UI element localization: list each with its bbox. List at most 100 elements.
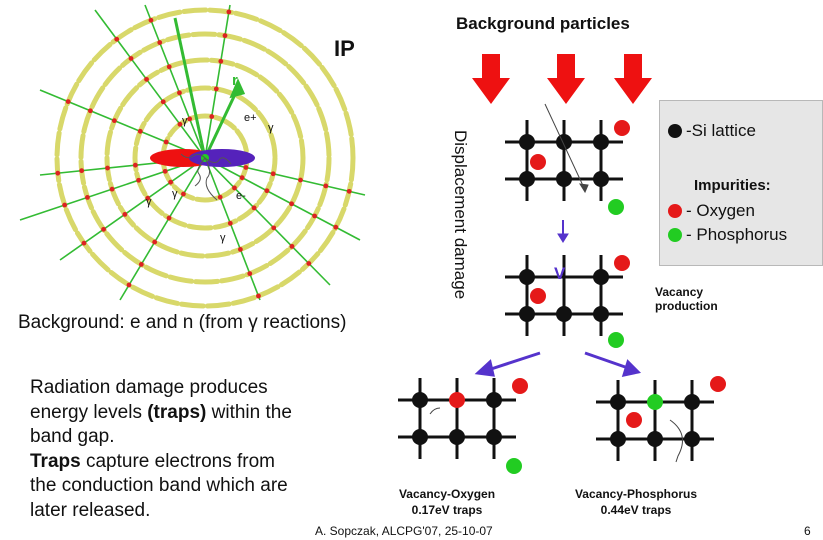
hit-point (306, 261, 312, 266)
hit-point (148, 17, 154, 23)
hit-point (79, 168, 85, 174)
legend: -Si lattice Impurities: - Oxygen - Phosp… (659, 100, 823, 266)
gamma-label-3: γ (172, 188, 178, 200)
hit-point (243, 165, 249, 170)
displacement-label: Displacement damage (451, 130, 470, 300)
hit-point (213, 86, 219, 92)
gamma-label-1: γ (182, 115, 188, 127)
phosphorus-atom-icon (668, 228, 682, 242)
hit-point (128, 56, 134, 61)
si-atom (519, 134, 535, 150)
hit-point (187, 116, 193, 122)
particles-title: Background particles (456, 14, 630, 33)
vacancy-production-label: Vacancy production (655, 285, 718, 313)
hit-points (55, 9, 352, 299)
background-caption: Background: e and n (from γ reactions) (18, 312, 347, 333)
si-atom (449, 392, 465, 408)
phosphorus-atom (506, 458, 522, 474)
si-atom (647, 394, 663, 410)
si-atom (412, 429, 428, 445)
hit-point (126, 282, 132, 288)
hit-point (87, 108, 93, 114)
si-atom (519, 306, 535, 322)
page-number: 6 (804, 524, 811, 538)
legend-impurities-title: Impurities: (694, 177, 771, 194)
oxygen-atom (614, 255, 630, 271)
lattice-middle (505, 255, 623, 336)
si-atom (610, 394, 626, 410)
split-arrows (474, 351, 642, 378)
vacancy-phosphorus-label: Vacancy-Phosphorus 0.44eV traps (574, 487, 698, 517)
hit-point (65, 99, 71, 105)
detector-layers (54, 7, 356, 309)
lattices (398, 120, 726, 474)
hit-point (222, 33, 228, 39)
hit-point (289, 201, 295, 207)
electron-label: e- (236, 190, 246, 202)
hit-point (101, 226, 106, 232)
si-atom (593, 306, 609, 322)
phosphorus-atom (608, 199, 624, 215)
hit-point (264, 188, 270, 194)
hit-point (217, 194, 223, 200)
hit-point (163, 139, 169, 145)
si-atom (647, 431, 663, 447)
legend-oxygen: - Oxygen (668, 201, 755, 221)
hit-point (209, 114, 215, 119)
vacancy-arrow (557, 220, 569, 243)
lattice-vacancy-oxygen (398, 378, 516, 459)
hit-point (177, 90, 182, 96)
si-atom (519, 171, 535, 187)
hit-point (81, 240, 87, 246)
hit-point (55, 170, 61, 176)
hit-point (136, 177, 142, 183)
hit-point (157, 40, 163, 45)
hit-point (237, 246, 243, 252)
si-atom (449, 429, 465, 445)
hit-point (323, 183, 329, 189)
si-atom (593, 134, 609, 150)
hit-point (346, 188, 352, 194)
hit-point (256, 293, 261, 299)
phosphorus-atom (608, 332, 624, 348)
hit-point (137, 128, 143, 134)
hit-point (105, 165, 110, 171)
hit-point (145, 195, 151, 201)
si-atom (556, 171, 572, 187)
oxygen-atom (530, 154, 546, 170)
hit-point (312, 213, 318, 219)
oxygen-atom-icon (668, 204, 682, 218)
si-atom (684, 431, 700, 447)
hit-point (138, 261, 144, 267)
hit-point (239, 175, 245, 181)
hit-point (177, 121, 183, 127)
ip-label: IP (334, 36, 355, 61)
vacancy-oxygen-label: Vacancy-Oxygen 0.17eV traps (398, 487, 496, 517)
si-atom (519, 269, 535, 285)
radius-label: r (232, 72, 238, 89)
lattice-top (505, 120, 623, 201)
hit-point (181, 191, 186, 197)
hit-point (166, 64, 172, 70)
hit-point (247, 271, 253, 277)
track-directions (173, 17, 246, 159)
si-atom (684, 394, 700, 410)
si-atom (556, 306, 572, 322)
hit-point (333, 224, 339, 230)
si-atom (412, 392, 428, 408)
si-atom (486, 392, 502, 408)
hit-point (226, 9, 232, 15)
hit-point (144, 76, 149, 82)
hit-point (218, 58, 224, 64)
hit-point (160, 99, 166, 105)
footer-credit: A. Sopczak, ALCPG'07, 25-10-07 (315, 524, 493, 538)
hit-point (270, 171, 276, 177)
migration-arrows (429, 407, 683, 463)
si-atom-icon (668, 124, 682, 138)
oxygen-atom (626, 412, 642, 428)
background-arrows (472, 54, 652, 104)
hit-point (227, 220, 233, 226)
oxygen-atom (710, 376, 726, 392)
hit-point (162, 168, 168, 174)
hit-point (109, 186, 115, 192)
